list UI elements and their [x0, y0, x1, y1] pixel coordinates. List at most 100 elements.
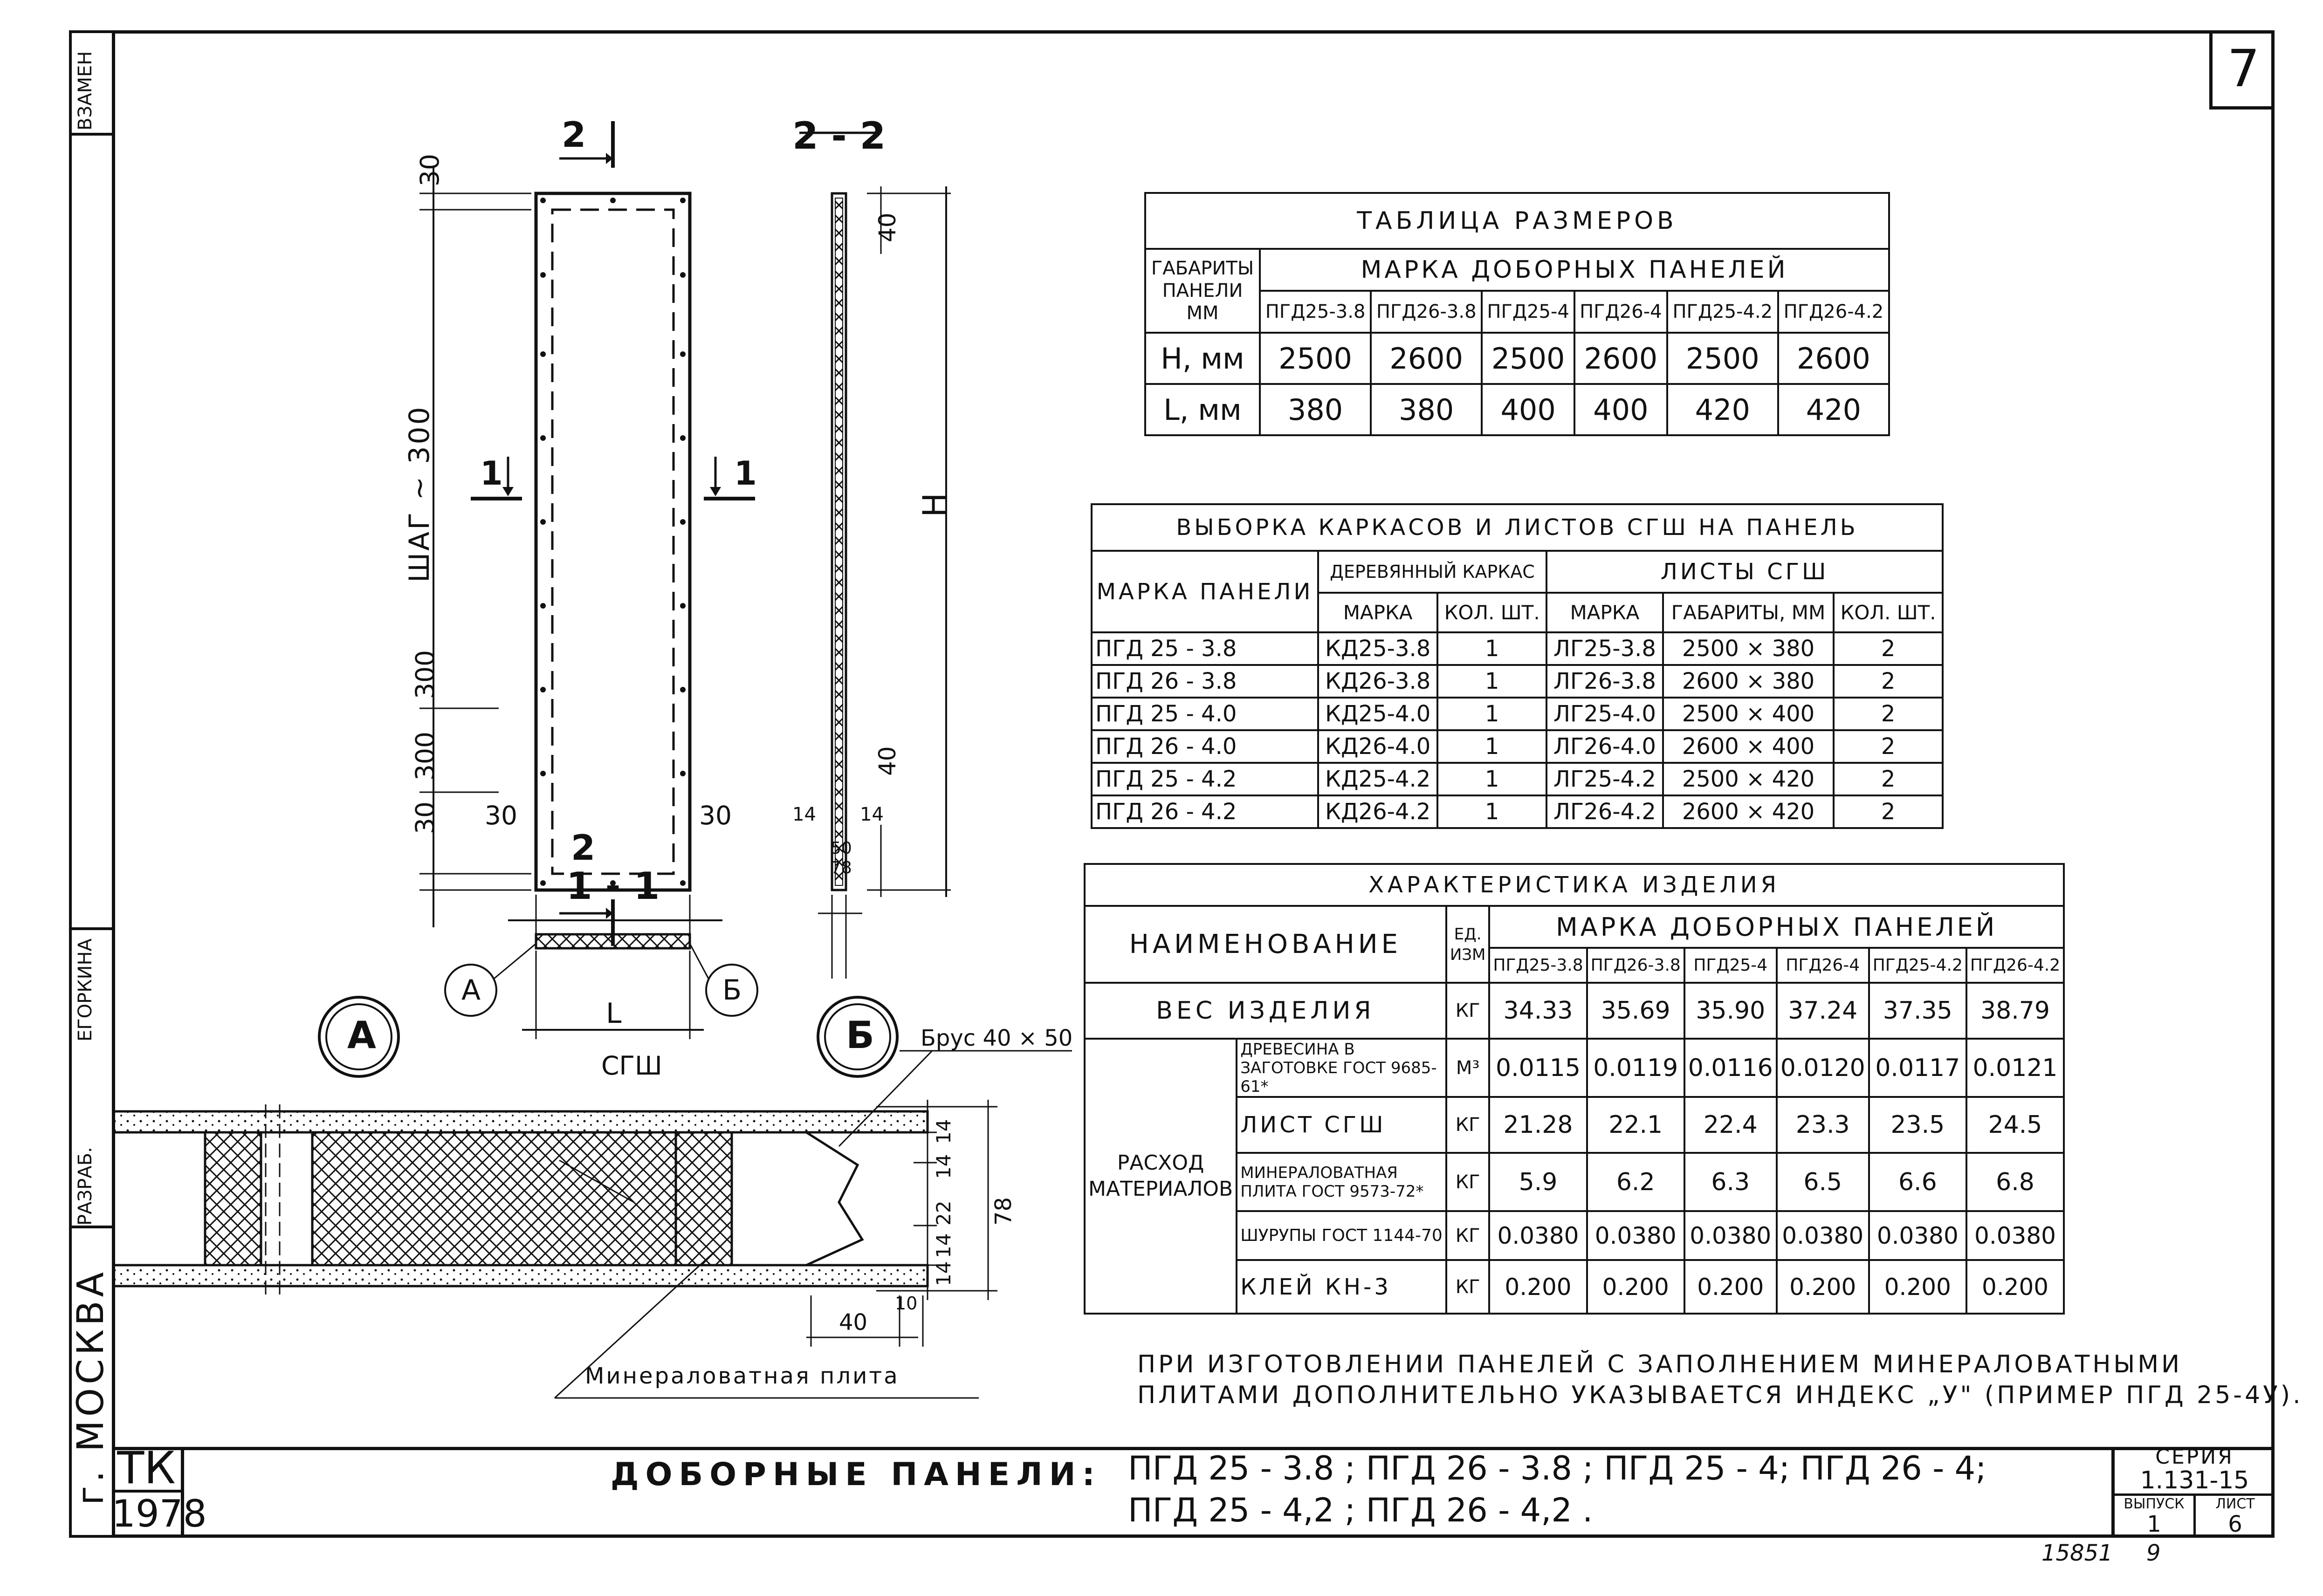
- material-value: 0.200: [1488, 1259, 1588, 1315]
- cell: 1: [1436, 762, 1548, 796]
- cell: КД26-3.8: [1317, 664, 1439, 699]
- table-row: МИНЕРАЛОВАТНАЯ ПЛИТА ГОСТ 9573-72* КГ 5.…: [1085, 1152, 2065, 1212]
- section-mark-2-bottom: 2: [571, 827, 596, 868]
- dim-detail-14-b: 14: [932, 1154, 955, 1179]
- material-value: 6.3: [1683, 1152, 1778, 1212]
- list-label: ЛИСТ: [2215, 1496, 2255, 1512]
- mm-text: ММ: [1186, 302, 1219, 324]
- col-unit: ЕД. ИЗМ: [1445, 905, 1491, 984]
- section-mark-2-top: 2: [562, 114, 586, 155]
- series-value: 1.131-15: [2115, 1467, 2275, 1496]
- cell: 2: [1833, 664, 1944, 699]
- weight-value: 35.90: [1683, 982, 1778, 1040]
- label-brus: Брус 40 × 50: [921, 1025, 1073, 1051]
- dim-detail-22: 22: [932, 1200, 955, 1226]
- mark-cell: ПГД25-4: [1683, 947, 1778, 984]
- section-mark-1-left: 1: [480, 454, 503, 493]
- dim-step: ШАГ ~ 300: [403, 405, 436, 582]
- cell: ЛГ26-3.8: [1546, 664, 1664, 699]
- table-sizes-gabarity: ГАБАРИТЫ ПАНЕЛИ ММ: [1144, 248, 1261, 334]
- sheet-border: [112, 30, 2275, 1538]
- value-cell: 2500: [1258, 332, 1372, 385]
- section-2-2-drawing: [799, 131, 951, 979]
- weight-value: 35.69: [1586, 982, 1685, 1040]
- dim-300-a: 300: [410, 650, 440, 699]
- cell: 2: [1833, 762, 1944, 796]
- section-2-2-label: 2 - 2: [792, 114, 886, 158]
- material-value: 5.9: [1488, 1152, 1588, 1212]
- title-line-1: ПГД 25 - 3.8 ; ПГД 26 - 3.8 ; ПГД 25 - 4…: [1128, 1449, 1986, 1487]
- material-value: 0.0121: [1965, 1038, 2065, 1098]
- material-unit: КГ: [1445, 1210, 1491, 1261]
- cell: ПГД 25 - 4.2: [1091, 762, 1319, 796]
- col-marka: МАРКА ДОБОРНЫХ ПАНЕЛЕЙ: [1488, 905, 2065, 949]
- callout-a-large: А: [347, 1014, 376, 1057]
- footer-page: 9: [2146, 1540, 2161, 1566]
- cell: ПГД 26 - 4.0: [1091, 729, 1319, 764]
- table-char-title: ХАРАКТЕРИСТИКА ИЗДЕЛИЯ: [1083, 863, 2065, 907]
- panel-drawings: [112, 121, 1072, 1399]
- sidebar-egorkina: ЕГОРКИНА: [75, 938, 96, 1041]
- cell: 1: [1436, 795, 1548, 829]
- table-row: ПГД 26 - 4.2 КД26-4.2 1 ЛГ26-4.2 2600 × …: [1091, 795, 1944, 829]
- mark-cell: ПГД26-4: [1573, 290, 1668, 334]
- sidebar-city: г. МОСКВА: [70, 1268, 112, 1505]
- cell: 1: [1436, 664, 1548, 699]
- dim-40-top: 40: [874, 212, 901, 242]
- table-row: ПГД 26 - 3.8 КД26-3.8 1 ЛГ26-3.8 2600 × …: [1091, 664, 1944, 699]
- weight-value: 34.33: [1488, 982, 1588, 1040]
- dim-detail-14-d: 14: [932, 1261, 955, 1286]
- material-value: 0.0380: [1586, 1210, 1685, 1261]
- table-selection-title: ВЫБОРКА КАРКАСОВ И ЛИСТОВ СГШ НА ПАНЕЛЬ: [1091, 503, 1944, 552]
- col-marka-paneli: МАРКА ПАНЕЛИ: [1091, 550, 1319, 633]
- callout-b-small: Б: [722, 974, 742, 1007]
- rashod-label: РАСХОД МАТЕРИАЛОВ: [1083, 1038, 1238, 1315]
- cell: 2: [1833, 729, 1944, 764]
- value-cell: 2600: [1573, 332, 1668, 385]
- cell: 1: [1436, 697, 1548, 731]
- mark-cell: ПГД26-4: [1775, 947, 1870, 984]
- cell: 2: [1833, 631, 1944, 666]
- sidebar-vzamen: ВЗАМЕН: [75, 51, 96, 130]
- gabarity-text: ГАБАРИТЫ ПАНЕЛИ: [1151, 258, 1254, 301]
- material-value: 24.5: [1965, 1096, 2065, 1154]
- cell: 2500 × 420: [1662, 762, 1835, 796]
- table-row: ЛИСТ СГШ КГ 21.28 22.1 22.4 23.3 23.5 24…: [1085, 1096, 2065, 1154]
- material-value: 0.0380: [1775, 1210, 1870, 1261]
- weight-value: 37.35: [1868, 982, 1967, 1040]
- material-value: 23.3: [1775, 1096, 1870, 1154]
- material-value: 21.28: [1488, 1096, 1588, 1154]
- material-value: 6.2: [1586, 1152, 1685, 1212]
- tk-year: 1978: [112, 1490, 207, 1535]
- table-row: РАСХОД МАТЕРИАЛОВ ДРЕВЕСИНА В ЗАГОТОВКЕ …: [1083, 1038, 2065, 1315]
- dim-detail-10: 10: [895, 1293, 918, 1314]
- material-value: 0.0120: [1775, 1038, 1870, 1098]
- dim-14-left: 14: [792, 804, 816, 825]
- value-cell: 2600: [1370, 332, 1483, 385]
- material-value: 22.1: [1586, 1096, 1685, 1154]
- material-unit: М³: [1445, 1038, 1491, 1098]
- dim-30-top: 30: [415, 154, 445, 186]
- value-cell: 2500: [1481, 332, 1575, 385]
- dim-detail-40: 40: [839, 1309, 868, 1336]
- dim-14-right: 14: [860, 804, 884, 825]
- mark-cell: ПГД25-4.2: [1666, 290, 1779, 334]
- title-label: ДОБОРНЫЕ ПАНЕЛИ:: [611, 1456, 1101, 1493]
- note-line-1: ПРИ ИЗГОТОВЛЕНИИ ПАНЕЛЕЙ С ЗАПОЛНЕНИЕМ М…: [1137, 1350, 2183, 1378]
- page-number: 7: [2209, 30, 2275, 110]
- panel-front-view: [419, 121, 755, 946]
- material-value: 0.200: [1868, 1259, 1967, 1315]
- cell: КД25-4.0: [1317, 697, 1439, 731]
- mark-cell: ПГД25-3.8: [1258, 290, 1372, 334]
- value-cell: 420: [1777, 383, 1890, 436]
- side-divider-2: [69, 927, 112, 930]
- table-row: ПГД 25 - 3.8 КД25-3.8 1 ЛГ25-3.8 2500 × …: [1091, 631, 1944, 666]
- dim-50: 50: [831, 839, 852, 858]
- side-divider-1: [69, 133, 112, 136]
- cell: 1: [1436, 729, 1548, 764]
- sidebar-razrab: РАЗРАБ.: [75, 1147, 96, 1226]
- cell: ЛГ26-4.2: [1546, 795, 1664, 829]
- value-cell: 2500: [1666, 332, 1779, 385]
- label-mineral-wool: Минераловатная плита: [585, 1363, 900, 1389]
- cell: КД26-4.0: [1317, 729, 1439, 764]
